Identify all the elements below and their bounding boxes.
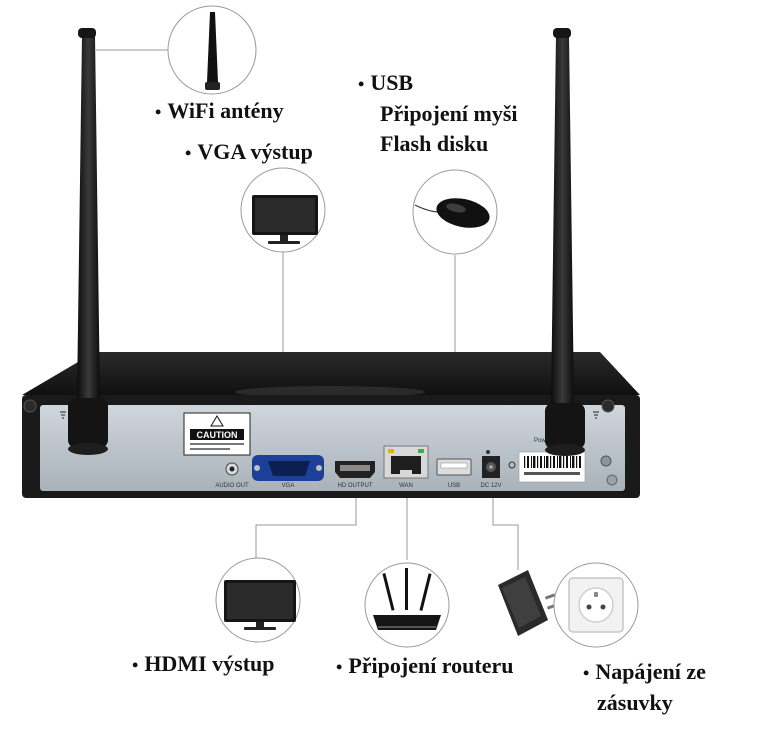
router-label-text: Připojení routeru <box>348 653 514 678</box>
hdmi-label-text: HDMI výstup <box>144 651 275 676</box>
wan-port-label: WAN <box>399 483 413 489</box>
vga-port-label: VGA <box>282 483 295 489</box>
usb-label-flash: Flash disku <box>380 131 489 156</box>
device-top <box>22 352 640 395</box>
vga-port: VGA <box>252 455 324 489</box>
power-label: Power <box>534 438 551 444</box>
usb-port-label: USB <box>448 483 460 489</box>
callout-line-hdmi <box>255 490 357 565</box>
hdmi-port: HD OUTPUT <box>335 461 375 489</box>
bullet: • <box>358 74 365 94</box>
left-antenna <box>68 28 108 455</box>
power-label-line1: Napájení ze <box>595 659 706 684</box>
router-icon <box>373 568 441 630</box>
hdmi-output-label: •HDMI výstup <box>132 649 275 680</box>
antenna-icon <box>205 12 220 90</box>
antenna-icon <box>545 28 585 456</box>
serial-barcode <box>518 451 586 483</box>
bullet: • <box>336 657 343 677</box>
router-connection-label: •Připojení routeru <box>336 651 514 682</box>
usb-label-title: USB <box>370 70 414 95</box>
power-label-line2: zásuvky <box>597 690 673 715</box>
vga-monitor-callout <box>240 167 326 253</box>
right-antenna <box>545 28 585 456</box>
wifi-antenna-label: •WiFi antény <box>155 96 284 127</box>
wifi-label-text: WiFi antény <box>167 98 284 123</box>
vga-output-label: •VGA výstup <box>185 137 313 168</box>
caution-label: CAUTION <box>183 412 251 456</box>
hdmi-monitor-callout <box>215 557 301 643</box>
callout-line-power <box>492 490 519 570</box>
bullet: • <box>583 663 590 683</box>
vga-label-text: VGA výstup <box>197 139 313 164</box>
wan-port: WAN <box>383 445 429 489</box>
bullet: • <box>185 143 192 163</box>
monitor-icon <box>252 195 318 244</box>
audio-out-port: AUDIO OUT <box>215 462 249 489</box>
wall-socket-callout <box>553 562 639 648</box>
mouse-icon <box>414 198 490 228</box>
caution-text: CAUTION <box>197 430 238 440</box>
bullet: • <box>132 655 139 675</box>
wall-socket-icon <box>568 577 624 633</box>
usb-port: USB <box>436 458 472 489</box>
hdmi-port-label: HD OUTPUT <box>338 483 373 489</box>
dc-power-port: DC 12V <box>480 450 502 489</box>
dc-port-label: DC 12V <box>480 483 501 489</box>
power-adapter <box>498 570 558 636</box>
usb-label-mouse: Připojení myši <box>380 101 518 126</box>
nvr-device: CAUTION AUDIO OUT VGA <box>22 352 640 498</box>
antenna-icon <box>68 28 108 455</box>
usb-label: •USB Připojení myši Flash disku <box>358 68 518 159</box>
bullet: • <box>155 102 162 122</box>
router-callout <box>364 562 450 648</box>
power-supply-label: •Napájení ze zásuvky <box>583 657 706 718</box>
monitor-icon <box>224 580 296 630</box>
usb-mouse-callout <box>412 169 498 255</box>
wifi-antenna-callout <box>167 5 257 95</box>
audio-out-label: AUDIO OUT <box>215 483 249 489</box>
power-adapter-icon <box>498 570 558 636</box>
